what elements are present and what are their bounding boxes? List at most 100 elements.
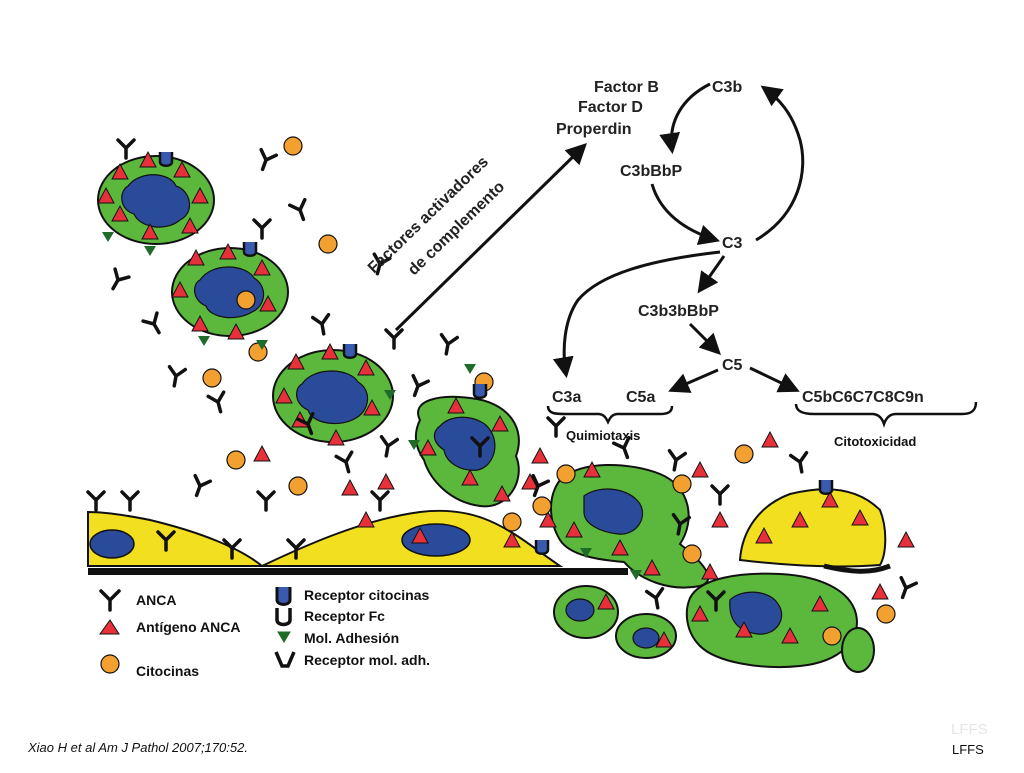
cytokine-receptor [534,540,550,555]
antigen-triangle [191,186,209,204]
cytokine-circle [672,474,692,494]
antigen-triangle [871,582,889,600]
antigen-triangle [701,562,719,580]
node-c3bbbp: C3bBbP [620,163,683,180]
antigen-triangle [97,186,115,204]
antigen-triangle [341,478,359,496]
node-c3: C3 [722,235,743,252]
legend-adhesion: Mol. Adhesión [304,630,399,646]
antigen-triangle [141,222,159,240]
antigen-triangle [583,460,601,478]
anca-antibody [141,311,161,335]
arrow-c3-to-c3a [552,250,721,379]
antigen-triangle [287,352,305,370]
adhesion-molecule [384,390,396,400]
legend-antigen-icon [99,619,120,635]
antigen-triangle [811,594,829,612]
anca-antibody [295,411,315,436]
anca-antibody [259,147,279,172]
endothelial-nucleus [401,523,471,557]
basement-membrane [88,568,628,575]
adhesion-molecule [102,232,114,242]
anca-antibody [379,434,400,458]
endothelium [87,488,891,575]
antigen-triangle [321,342,339,360]
legend: ANCA Antígeno ANCA Citocinas Receptor ci… [99,587,430,679]
anca-antibodies [86,138,919,612]
anca-antibody [788,450,809,474]
anca-antibody [156,530,176,552]
citation: Xiao H et al Am J Pathol 2007;170:52. [28,740,248,755]
cytokine-circle [283,136,303,156]
legend-adhesion-icon [277,631,291,643]
anca-antibody [252,218,272,240]
cytokine-circle [682,544,702,564]
endothelial-cell-left [87,510,265,567]
arrow-c3b-to-c3bbbp [659,82,711,155]
anca-antibody [710,484,730,506]
antigen-triangle [111,204,129,222]
anca-antibody [671,512,692,536]
arrow-c3-to-c3b3bbbp [697,255,726,294]
neutrophil-lysed [615,613,677,659]
legend-antigen: Antígeno ANCA [136,619,240,635]
neutrophils [97,155,875,673]
adhesion-molecule [256,340,268,350]
node-c5: C5 [722,357,743,374]
antigen-triangle [735,620,753,638]
antigen-triangle [327,428,345,446]
anca-antibody [899,575,919,600]
anca-antibody [86,490,106,512]
antigen-triangle [187,248,205,266]
antigen-triangle [851,508,869,526]
adhesion-molecule [630,570,642,580]
cytokines [202,136,896,646]
antigen-triangle [643,558,661,576]
arrow-c3b3bbbp-to-c5 [688,322,721,355]
anca-antibody [384,328,404,350]
antigen-triangle [357,358,375,376]
anca-antibody [111,267,131,291]
anca-antibody [116,138,136,160]
cytokine-circle [236,290,256,310]
cytokine-circle [822,626,842,646]
adhesion-molecule [580,548,592,558]
endothelial-nucleus [89,529,135,559]
anca-antibody [667,448,688,472]
anca-antibody [546,416,566,438]
anca-antibody [167,364,188,388]
antigen-triangle [419,438,437,456]
antigen-triangle [171,280,189,298]
antigen-triangle [791,510,809,528]
node-c3b: C3b [712,79,742,96]
legend-cytokine-receptor: Receptor citocinas [304,587,429,603]
cytokine-receptor [158,152,174,167]
cytokine-circle [556,464,576,484]
activation-arrow [394,143,588,332]
antigen-triangle [821,490,839,508]
legend-adhesion-receptor-icon [274,651,296,668]
antigen-triangle [503,530,521,548]
antigen-triangle [531,446,549,464]
brace-cytotoxicity [794,401,978,428]
adhesion-molecule [198,336,210,346]
cytokine-circle [202,368,222,388]
antigen-triangle [461,468,479,486]
antigen-triangle [411,526,429,544]
antigen-triangle [447,396,465,414]
antigen-triangle [253,444,271,462]
adhesion-molecules [102,152,834,580]
factor-b: Factor B [594,79,659,96]
anca-antibody [531,473,551,498]
node-c3b3bbbp: C3b3bBbP [638,303,719,320]
antigen-triangle [111,162,129,180]
cytokine-circle [502,512,522,532]
antigen-triangle [191,314,209,332]
cytokine-receptor [242,242,258,257]
anca-antibody [286,538,306,560]
label-cytotoxicity: Citotoxicidad [834,434,916,449]
antigen-triangle [493,484,511,502]
neutrophil-lysed [685,572,858,669]
